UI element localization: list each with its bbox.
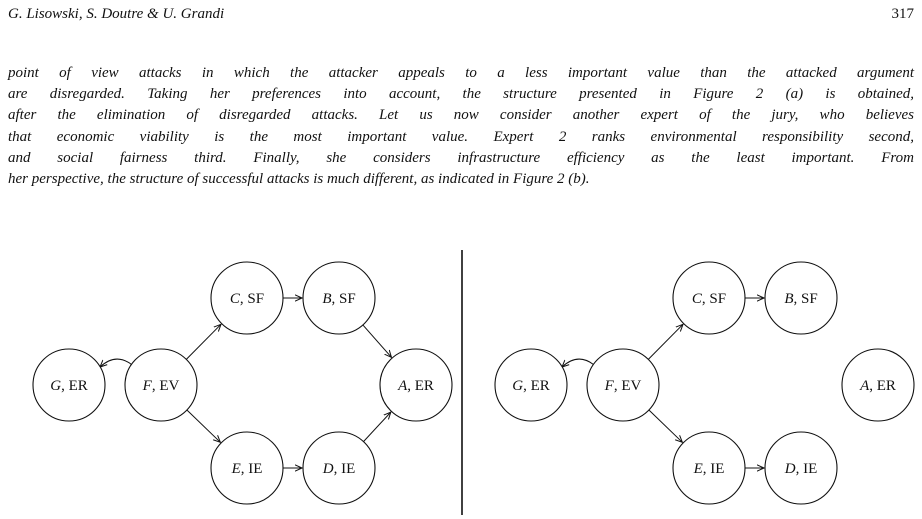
node-label: G, ER (50, 378, 88, 394)
page-number: 317 (891, 6, 915, 22)
paragraph-line: her perspective, the structure of succes… (8, 171, 590, 188)
node-circle (494, 348, 568, 422)
argument-node-G: G, ER (32, 348, 106, 422)
node-circle (302, 261, 376, 335)
argument-node-E: E, IE (672, 431, 746, 505)
figure-canvas: C, SF B, SF G, ER F, EV A, ER E, IE D, IE C, S… (32, 250, 915, 515)
paragraph-line: and social fairness third. Finally, she … (8, 149, 914, 166)
node-label: B, SF (322, 291, 355, 307)
node-circle (32, 348, 106, 422)
node-circle (210, 431, 284, 505)
argument-node-F: F, EV (586, 348, 660, 422)
node-circle (210, 261, 284, 335)
panel-a: C, SF B, SF G, ER F, EV A, ER E, IE D, IE (32, 261, 453, 505)
argument-node-C: C, SF (210, 261, 284, 335)
argument-node-D: D, IE (302, 431, 376, 505)
node-circle (672, 431, 746, 505)
argument-node-G: G, ER (494, 348, 568, 422)
paragraph-line: after the elimination of disregarded att… (8, 107, 914, 124)
attack-F-C (185, 324, 221, 360)
running-head-authors: G. Lisowski, S. Doutre & U. Grandi (8, 6, 225, 22)
node-circle (302, 431, 376, 505)
attack-D-A (363, 412, 390, 442)
paragraph-line: are disregarded. Taking her preferences … (8, 86, 914, 103)
argument-node-C: C, SF (672, 261, 746, 335)
argument-node-D: D, IE (764, 431, 838, 505)
argument-node-E: E, IE (210, 431, 284, 505)
attack-F-E (648, 409, 682, 442)
argument-node-A: A, ER (379, 348, 453, 422)
node-label: B, SF (784, 291, 817, 307)
attack-F-E (186, 409, 220, 442)
node-label: F, EV (142, 378, 180, 394)
node-label: A, ER (397, 378, 434, 394)
node-circle (764, 261, 838, 335)
node-circle (764, 431, 838, 505)
argument-node-A: A, ER (841, 348, 915, 422)
argument-node-B: B, SF (764, 261, 838, 335)
attack-F-G (562, 358, 594, 367)
attack-F-C (647, 324, 683, 360)
node-label: G, ER (512, 378, 550, 394)
node-label: E, IE (231, 461, 263, 477)
node-circle (124, 348, 198, 422)
node-circle (841, 348, 915, 422)
node-label: D, IE (322, 461, 356, 477)
panel-b: C, SF B, SF G, ER F, EV A, ER E, IE D, IE (494, 261, 915, 505)
node-label: E, IE (693, 461, 725, 477)
node-circle (379, 348, 453, 422)
attack-B-A (362, 324, 392, 357)
node-label: F, EV (604, 378, 642, 394)
argumentation-figure: C, SF B, SF G, ER F, EV A, ER E, IE D, IE C, S… (0, 250, 922, 519)
body-paragraph: point of view attacks in which the attac… (8, 63, 914, 190)
argument-node-B: B, SF (302, 261, 376, 335)
node-circle (586, 348, 660, 422)
paragraph-line: point of view attacks in which the attac… (8, 65, 914, 81)
node-label: C, SF (230, 291, 264, 307)
node-label: D, IE (784, 461, 818, 477)
node-label: C, SF (692, 291, 726, 307)
argument-node-F: F, EV (124, 348, 198, 422)
node-label: A, ER (859, 378, 896, 394)
paragraph-line: that economic viability is the most impo… (8, 128, 914, 145)
node-circle (672, 261, 746, 335)
attack-F-G (100, 358, 132, 367)
